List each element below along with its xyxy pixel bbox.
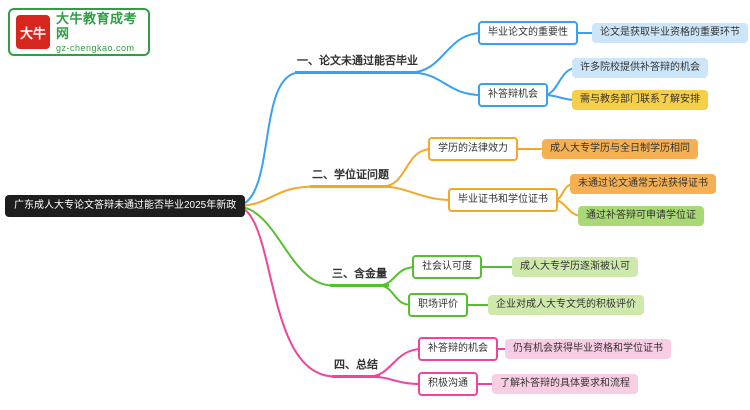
site-logo: 大牛 大牛教育成考网 gz-chengkao.com	[8, 8, 150, 56]
branch-4-child-2-node: 积极沟通	[418, 372, 478, 396]
branch-1-child-2-node: 补答辩机会	[478, 83, 548, 107]
connector-branch-1-child-2	[409, 71, 483, 96]
root-topic: 广东成人大专论文答辩未通过能否毕业2025年新政	[5, 195, 246, 217]
branch-4-leaf-1-node: 仍有机会获得毕业资格和学位证书	[505, 339, 671, 359]
branch-2-label: 二、学位证问题	[310, 168, 391, 188]
branch-1-leaf-1-node: 论文是获取毕业资格的重要环节	[592, 23, 748, 43]
branch-2-leaf-3-node: 通过补答辩可申请学位证	[578, 206, 704, 226]
logo-mark-icon: 大牛	[16, 15, 50, 49]
branch-1-child-1-node: 毕业论文的重要性	[478, 21, 578, 45]
connector-root-branch-3	[234, 205, 334, 287]
branch-2-child-2-node: 毕业证书和学位证书	[448, 188, 558, 212]
connector-root-branch-2	[234, 185, 316, 207]
connector-branch-2-child-2	[381, 185, 453, 201]
connector-branch-1-child-1	[409, 32, 483, 74]
site-url: gz-chengkao.com	[56, 42, 135, 53]
connector-branch-3-child-2	[377, 284, 413, 306]
branch-2-leaf-2-node: 未通过论文通常无法获得证书	[570, 174, 716, 194]
branch-3-leaf-2-node: 企业对成人大专文凭的积极评价	[488, 295, 644, 315]
branch-1-leaf-3-node: 需与教务部门联系了解安排	[572, 90, 708, 110]
branch-3-leaf-1-node: 成人大专学历逐渐被认可	[512, 257, 638, 277]
site-name: 大牛教育成考网	[56, 10, 138, 41]
branch-4-leaf-2-node: 了解补答辩的具体要求和流程	[492, 374, 638, 394]
logo-text-block: 大牛教育成考网 gz-chengkao.com	[56, 11, 142, 54]
connector-root-branch-1	[234, 71, 301, 207]
branch-2-leaf-1-node: 成人大专学历与全日制学历相同	[542, 139, 698, 159]
connector-root-branch-4	[234, 205, 336, 378]
branch-3-label: 三、含金量	[330, 267, 389, 287]
branch-2-child-1-node: 学历的法律效力	[428, 137, 518, 161]
branch-1-label: 一、论文未通过能否毕业	[295, 54, 420, 74]
branch-3-child-1-node: 社会认可度	[412, 255, 482, 279]
branch-4-label: 四、总结	[332, 358, 380, 378]
branch-1-leaf-2-node: 许多院校提供补答辩的机会	[572, 58, 708, 78]
branch-4-child-1-node: 补答辩的机会	[418, 337, 498, 361]
branch-3-child-2-node: 职场评价	[408, 293, 468, 317]
